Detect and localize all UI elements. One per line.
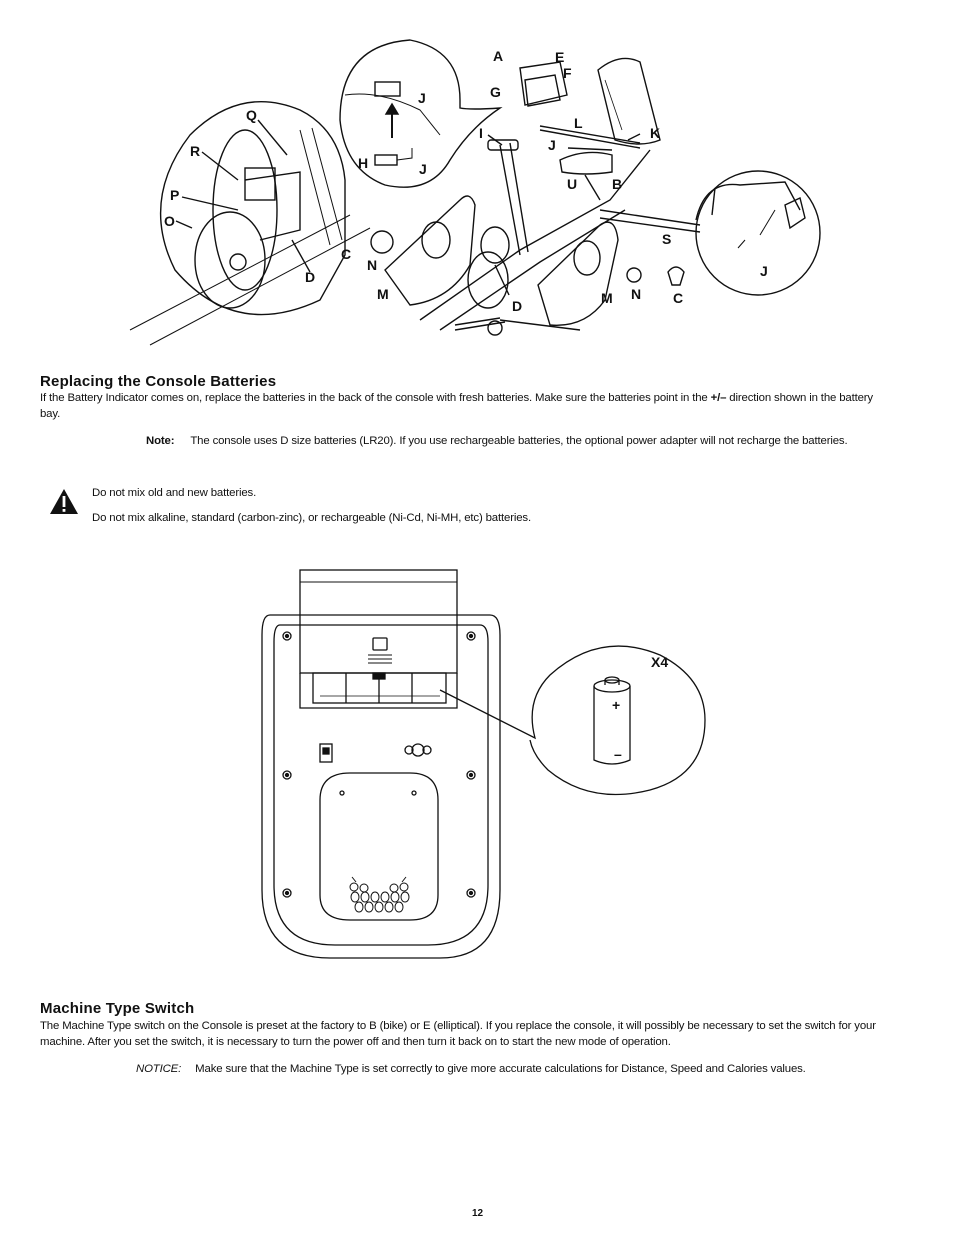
note-text: The console uses D size batteries (LR20)… [190, 435, 848, 447]
label-b: B [612, 176, 622, 192]
page-number: 12 [472, 1208, 484, 1219]
warning-line-1: Do not mix old and new batteries. [92, 487, 257, 499]
label-r: R [190, 143, 200, 159]
quantity-label: X4 [651, 654, 668, 670]
label-m-right: M [601, 290, 613, 306]
label-n-right: N [631, 286, 641, 302]
label-e: E [555, 49, 564, 65]
warning-line-2: Do not mix alkaline, standard (carbon-zi… [92, 512, 531, 524]
label-a: A [493, 48, 503, 64]
console-battery-diagram: X4 + – [261, 569, 706, 959]
bike-exploded-diagram: A E F G J Q L I K J R H J U B P O S C N … [129, 39, 821, 346]
label-d-left: D [305, 269, 315, 285]
battery-minus-label: – [614, 746, 622, 762]
label-p: P [170, 187, 179, 203]
label-f: F [563, 65, 572, 81]
label-n-left: N [367, 257, 377, 273]
label-i: I [479, 125, 483, 141]
label-k: K [650, 125, 660, 141]
notice-block: NOTICE: Make sure that the Machine Type … [136, 1061, 926, 1077]
label-g: G [490, 84, 501, 100]
notice-text: Make sure that the Machine Type is set c… [195, 1063, 806, 1075]
label-q: Q [246, 107, 257, 123]
label-j-wire: J [419, 161, 427, 177]
note-label: Note: [146, 435, 175, 447]
label-j-right: J [760, 263, 768, 279]
label-d-center: D [512, 298, 522, 314]
label-o: O [164, 213, 175, 229]
body-text-part2: direction shown in the battery bay. [40, 392, 873, 420]
label-h: H [358, 155, 368, 171]
label-j-top: J [418, 90, 426, 106]
label-c-right: C [673, 290, 683, 306]
warning-icon [50, 489, 78, 514]
notice-label: NOTICE: [136, 1063, 182, 1075]
label-j-mid: J [548, 137, 556, 153]
section-heading-machine-type-switch: Machine Type Switch [40, 1000, 195, 1017]
label-c-left: C [341, 246, 351, 262]
note-block: Note: The console uses D size batteries … [146, 433, 926, 449]
body-text-part1: If the Battery Indicator comes on, repla… [40, 392, 711, 404]
label-u: U [567, 176, 577, 192]
section-heading-console-batteries: Replacing the Console Batteries [40, 373, 277, 390]
label-s: S [662, 231, 671, 247]
polarity-symbol: +/– [710, 392, 727, 404]
label-l: L [574, 115, 583, 131]
battery-plus-label: + [612, 697, 620, 713]
console-batteries-body: If the Battery Indicator comes on, repla… [40, 390, 890, 422]
label-m-left: M [377, 286, 389, 302]
machine-type-body: The Machine Type switch on the Console i… [40, 1020, 876, 1048]
